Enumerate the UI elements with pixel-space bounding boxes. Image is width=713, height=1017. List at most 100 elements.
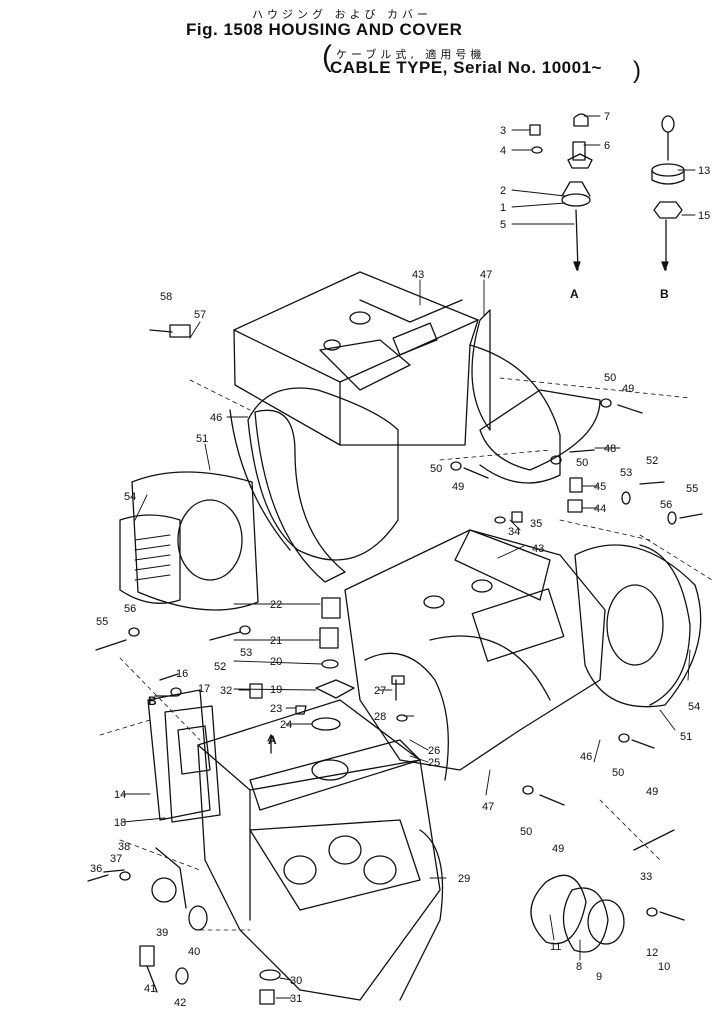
- callout-15: 15: [698, 210, 710, 222]
- dipstick-assembly-b: [651, 115, 685, 271]
- callout-43-lower: 43: [532, 543, 544, 555]
- callout-39: 39: [156, 927, 168, 939]
- callout-47-upper: 47: [480, 269, 492, 281]
- open-paren: (: [322, 40, 332, 73]
- side-cover-plate: [147, 689, 221, 823]
- callout-7: 7: [604, 111, 610, 123]
- callout-36: 36: [90, 863, 102, 875]
- callout-56-right: 56: [660, 499, 672, 511]
- right-cover-plate: [574, 544, 702, 708]
- transmission-case: [197, 699, 444, 1001]
- callout-30: 30: [290, 975, 302, 987]
- callout-56-left: 56: [124, 603, 136, 615]
- subtitle: CABLE TYPE, Serial No. 10001~: [330, 58, 602, 77]
- callout-25: 25: [428, 757, 440, 769]
- callout-41: 41: [144, 983, 156, 995]
- callout-44: 44: [594, 503, 606, 515]
- callout-14: 14: [114, 789, 126, 801]
- callout-53-right: 53: [620, 467, 632, 479]
- callout-labels: 7 6 3 4 2 1 5 13 15 A B 43 47 58 57 46 5…: [90, 111, 710, 1009]
- callout-57: 57: [194, 309, 206, 321]
- callout-16: 16: [176, 668, 188, 680]
- callout-24: 24: [280, 719, 292, 731]
- callout-37: 37: [110, 853, 122, 865]
- japanese-subtitle: ケーブル式, 適用号機: [336, 48, 486, 61]
- dipstick-assembly: [529, 113, 593, 271]
- callout-31: 31: [290, 993, 302, 1005]
- callout-23: 23: [270, 703, 282, 715]
- callout-40: 40: [188, 946, 200, 958]
- upper-gaskets: [254, 309, 601, 583]
- callout-27: 27: [374, 685, 386, 697]
- japanese-title: ハウジング および カバー: [252, 8, 432, 21]
- callout-13: 13: [698, 165, 710, 177]
- callout-22: 22: [270, 599, 282, 611]
- callout-34: 34: [508, 526, 520, 538]
- callout-33: 33: [640, 871, 652, 883]
- callout-10: 10: [658, 961, 670, 973]
- callout-17: 17: [198, 683, 210, 695]
- callout-8: 8: [576, 961, 582, 973]
- callout-50-bottom: 50: [520, 826, 532, 838]
- callout-52-left: 52: [214, 661, 226, 673]
- lower-main-housing: [344, 529, 606, 781]
- callout-4: 4: [500, 145, 506, 157]
- callout-32: 32: [220, 685, 232, 697]
- callout-1: 1: [500, 202, 506, 214]
- callout-45: 45: [594, 481, 606, 493]
- figure-title: Fig. 1508 HOUSING AND COVER: [186, 20, 463, 39]
- callout-50-lower: 50: [612, 767, 624, 779]
- callout-48: 48: [604, 443, 616, 455]
- callout-38: 38: [118, 841, 130, 853]
- callout-9: 9: [596, 971, 602, 983]
- callout-21: 21: [270, 635, 282, 647]
- callout-50-right-top: 50: [604, 372, 616, 384]
- callout-51-left: 51: [196, 433, 208, 445]
- callout-5: 5: [500, 219, 506, 231]
- view-letter-a-top: A: [570, 287, 579, 301]
- callout-46-upper: 46: [210, 412, 222, 424]
- callout-51-right: 51: [680, 731, 692, 743]
- callout-47-lower: 47: [482, 801, 494, 813]
- callout-29: 29: [458, 873, 470, 885]
- callout-53-left: 53: [240, 647, 252, 659]
- callout-18: 18: [114, 817, 126, 829]
- close-paren: ): [633, 57, 641, 84]
- upper-housing: [229, 271, 561, 561]
- callout-50-right-mid: 50: [576, 457, 588, 469]
- callout-43-upper: 43: [412, 269, 424, 281]
- left-cover-plate: [119, 471, 259, 611]
- title-block: ハウジング および カバー Fig. 1508 HOUSING AND COVE…: [0, 0, 713, 110]
- callout-42: 42: [174, 997, 186, 1009]
- callout-55-right: 55: [686, 483, 698, 495]
- view-letter-b-mid: B: [148, 694, 157, 708]
- view-arrows: [154, 695, 275, 754]
- callout-50-mid: 50: [430, 463, 442, 475]
- callout-20: 20: [270, 656, 282, 668]
- leader-lines: [122, 115, 696, 999]
- view-letter-b-top: B: [660, 287, 669, 301]
- callout-54-left: 54: [124, 491, 136, 503]
- callout-12: 12: [646, 947, 658, 959]
- callout-28: 28: [374, 711, 386, 723]
- fastener-parts: [87, 324, 703, 1005]
- callout-58: 58: [160, 291, 172, 303]
- callout-6: 6: [604, 140, 610, 152]
- callout-49-lower: 49: [646, 786, 658, 798]
- callout-49-right-top: 49: [622, 383, 634, 395]
- view-letter-a-mid: A: [268, 733, 277, 747]
- callout-11: 11: [550, 941, 561, 953]
- callout-35: 35: [530, 518, 542, 530]
- callout-49-bottom: 49: [552, 843, 564, 855]
- callout-2: 2: [500, 185, 506, 197]
- callout-49-mid: 49: [452, 481, 464, 493]
- callout-46-lower: 46: [580, 751, 592, 763]
- callout-3: 3: [500, 125, 506, 137]
- assembly-lines: [99, 377, 713, 931]
- callout-26: 26: [428, 745, 440, 757]
- callout-52-right: 52: [646, 455, 658, 467]
- callout-55-left: 55: [96, 616, 108, 628]
- callout-19: 19: [270, 684, 282, 696]
- callout-54-right: 54: [688, 701, 700, 713]
